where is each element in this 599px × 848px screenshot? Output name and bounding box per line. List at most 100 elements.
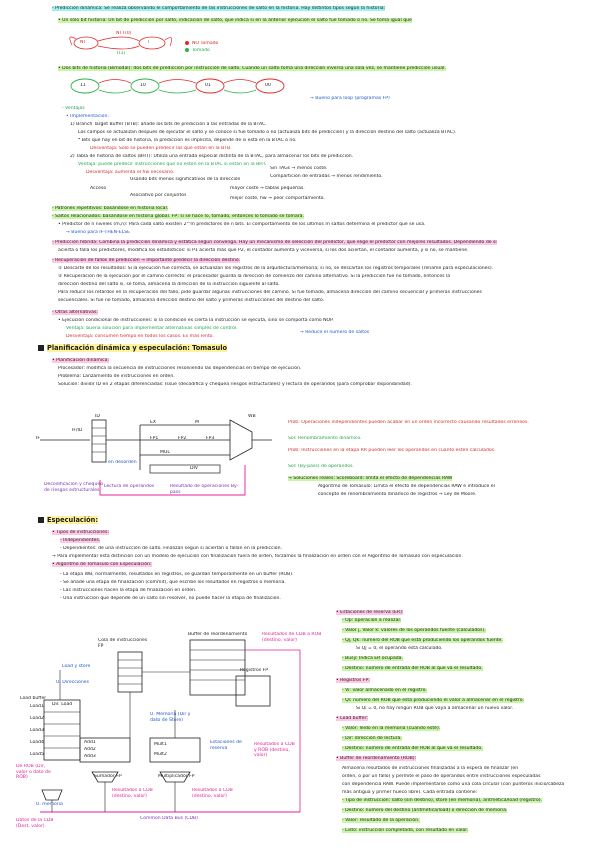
recover-line-2: dirección destino del salto si, se toma,…: [58, 282, 280, 287]
stage-fp1: FP1: [150, 436, 159, 441]
fsm-two-bit: [70, 78, 285, 94]
adder-label: Sumador FP: [94, 774, 122, 779]
stage-m: M: [195, 420, 199, 425]
legend-dot-nt: [185, 41, 189, 45]
state-00: [255, 78, 285, 94]
rob-ready: - Listo: instrucción completada, con res…: [342, 828, 592, 834]
commit-line: - Se añade una etapa de finalización (co…: [60, 580, 286, 585]
text: - Busy: Indica ER ocupada.: [342, 656, 403, 661]
div-unit: [149, 464, 221, 474]
text: - Op: operación a realizar.: [342, 618, 402, 623]
rob-dest: - Destino: número del destino (aritmétic…: [342, 808, 592, 814]
cdb-result-note-2: Resultados a CDB (destino, valor): [192, 788, 233, 799]
hybrid-line: - Predicción híbrida: Combina la predicc…: [52, 240, 592, 246]
tree-notags: Sin TAGs → menos coste.: [270, 166, 328, 171]
arrow: [97, 36, 140, 42]
text: → Soluciones reales: Scoreboard: limita …: [288, 476, 453, 481]
text: - Predicción dinámica: Se realiza observ…: [52, 6, 386, 11]
bullet-square: [38, 517, 44, 523]
order-line: - Las instrucciones hacen la etapa de fi…: [60, 588, 197, 593]
out-of-order-note: en desorden: [108, 460, 137, 465]
conditional-line: • Ejecución condicional de instrucciones…: [58, 318, 334, 323]
ifthen-note: → Bueno para IF-THEN-ELSE: [66, 230, 131, 235]
btb-disadvantage: Desventaja: Sólo se pueden predecir las …: [90, 146, 590, 152]
fsm2-state: 00: [265, 83, 271, 88]
state-t: [138, 36, 166, 50]
loadbuf-dest: - Destino: número de entrada del ROB al …: [342, 746, 592, 752]
rob-box: [189, 639, 246, 696]
sol2: Sol: (By-pass) de operandos.: [288, 464, 588, 470]
section3-title: Especulación:: [38, 516, 98, 524]
rob-desc-3: con dependencia RAW. Puede implementarse…: [342, 782, 565, 787]
fsm1-legend-t: Tomado: [192, 48, 210, 53]
adder-unit: [91, 771, 119, 783]
text: - Destino: número del destino (aritmétic…: [342, 808, 508, 813]
tree-shared: Compartición de entradas → menos rendimi…: [270, 174, 383, 179]
fsm1-legend-nt: NO Tomado: [192, 41, 219, 46]
rob-type: - Tipo de instrucción: salto (sin destin…: [342, 798, 592, 804]
read-operands-note: Lectura de operandos: [104, 484, 155, 489]
advantages-label: - Ventajas: [62, 106, 85, 111]
rob-heading: • Buffer de reordenamiento (ROB):: [336, 756, 417, 762]
loadbuf-dir: - Dir: dirección de lectura.: [342, 736, 592, 742]
stage-div: DIV: [190, 466, 199, 471]
issue-queue: [91, 419, 107, 463]
text: - Recuperación de fallos de predicción →…: [52, 258, 241, 263]
fsm-one-bit: [69, 36, 189, 52]
text: Especulación:: [47, 516, 98, 524]
hybrid-line-2: acierta o falla los predictores, modific…: [58, 248, 469, 253]
loadbuf-value: - Valor: leído en la memoria (cuando est…: [342, 726, 592, 732]
unresolved-line: - Una instrucción que depende de un salt…: [60, 596, 281, 601]
regs-qi2: Si Qi = 0, no hay ningún ROB que vaya a …: [356, 706, 514, 711]
text: - Vi: valor almacenado en el registro.: [342, 688, 427, 693]
rob-desc-4: más antigua y primer hueco libre). Cada …: [342, 790, 478, 795]
cdb-result-note: Resultados a CDB (destino, valor): [112, 788, 153, 799]
tomasulo-line: Algoritmo de Tomasulo: Limita el efecto …: [318, 484, 495, 489]
rob-note: Resultados de CDB a ROB (destino, valor): [262, 632, 322, 643]
discard-line: ① Descarte de los resultados: Si la ejec…: [58, 266, 494, 271]
mem-unit: [41, 789, 63, 801]
add1: Add1: [84, 740, 96, 745]
stage-ifid: IF/ID: [72, 428, 83, 433]
cdb-rob-note: Resultados a CDB y ROB (destino, valor): [254, 742, 295, 759]
text: - Predicción híbrida: Combina la predicc…: [52, 240, 497, 245]
instr-queue-label: Cola de instrucciones FP: [98, 638, 148, 649]
stage-fp3: FP3: [206, 436, 215, 441]
regs-heading: • Registros FP:: [336, 678, 370, 684]
text: • Un sólo bit historia: Un bit de predic…: [58, 18, 412, 23]
loadbuf-heading: • Load buffer:: [336, 716, 368, 722]
bht-advantage: Ventaja: puede predecir instrucciones qu…: [78, 162, 590, 168]
text: Desventaja: consumen tiempo en todos los…: [66, 334, 214, 339]
arrow: [158, 79, 197, 84]
multiplier-label: Multiplicador FP: [158, 774, 195, 779]
rs-qj: - Qj, Qk: número del ROB que está produc…: [342, 638, 592, 644]
arrow: [158, 89, 197, 94]
mult-unit: [159, 771, 191, 783]
rob-label: Buffer de reordenamiento: [188, 632, 248, 637]
text: Ventaja: puede predecir instrucciones qu…: [78, 162, 267, 167]
one-bit-history-line: • Un sólo bit historia: Un bit de predic…: [58, 18, 592, 24]
text: • Planificación dinámica:: [52, 358, 109, 363]
mult1: Mult1: [154, 742, 167, 747]
load-buffer-box: [43, 699, 81, 761]
wb-line: - La etapa WB, normalmente, resultados e…: [60, 572, 294, 577]
btb-note: * Bits que hay en bit de historia, la pr…: [78, 138, 297, 143]
rob-desc-1: Almacena resultados de instrucciones fin…: [342, 766, 519, 771]
registers-box: [235, 675, 271, 707]
alternatives-line: - Otras alternativas:: [52, 310, 98, 316]
regs-v: - Vi: valor almacenado en el registro.: [342, 688, 592, 694]
stage-mul: MUL: [160, 450, 170, 455]
mem-label: U. memoria: [36, 802, 63, 807]
wb-mux: [229, 419, 253, 461]
real-solutions: → Soluciones reales: Scoreboard: limita …: [288, 476, 588, 482]
fsm1-state: T: [147, 40, 150, 45]
types-line: • Tipos de instrucciones:: [52, 530, 109, 536]
fsm2-state: 11: [80, 83, 86, 88]
cdb-data-note: Datos de la CDB (Dest, valor): [16, 818, 54, 829]
text: - Otras alternativas:: [52, 310, 98, 315]
arrow: [223, 79, 257, 84]
rs-busy: - Busy: Indica ER ocupada.: [342, 656, 592, 662]
prob2: Prob: Instrucciones en la etapa RR puede…: [288, 448, 588, 454]
legend-dot-t: [185, 48, 189, 52]
reduce-line-2: secuenciales. Si fue no tomado, almacena…: [58, 298, 325, 303]
